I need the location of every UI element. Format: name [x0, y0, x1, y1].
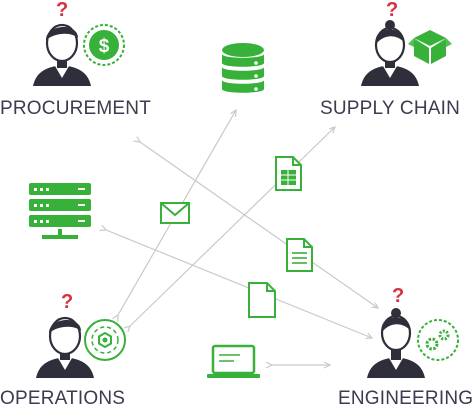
arrow-server-engineering [106, 230, 372, 338]
document-icon [286, 238, 313, 272]
envelope-icon [160, 202, 190, 224]
engineering-label: ENGINEERING [338, 388, 474, 408]
procurement-question-mark: ? [56, 0, 69, 21]
spreadsheet-icon [275, 156, 302, 191]
dollar-badge-icon: $ [83, 24, 125, 66]
supply-chain-question-mark: ? [386, 0, 399, 21]
supply-chain-person-icon [361, 20, 419, 86]
operations-question-mark: ? [61, 291, 74, 313]
page-icon [248, 282, 276, 318]
operations-label: OPERATIONS [0, 388, 126, 408]
procurement-label: PROCUREMENT [0, 98, 152, 119]
gears-badge-icon [417, 319, 459, 361]
laptop-icon [207, 344, 260, 378]
server-icon [29, 183, 91, 239]
database-icon [222, 43, 264, 93]
connectors [106, 110, 378, 365]
gear-cycle-badge-icon [84, 319, 126, 361]
box-badge-icon [408, 30, 452, 64]
supply-chain-label: SUPPLY CHAIN [320, 98, 461, 119]
svg-text:$: $ [99, 36, 110, 57]
procurement-person-icon [33, 23, 91, 86]
operations-person-icon [36, 316, 94, 378]
engineering-question-mark: ? [392, 285, 405, 307]
engineering-person-icon [367, 308, 425, 378]
